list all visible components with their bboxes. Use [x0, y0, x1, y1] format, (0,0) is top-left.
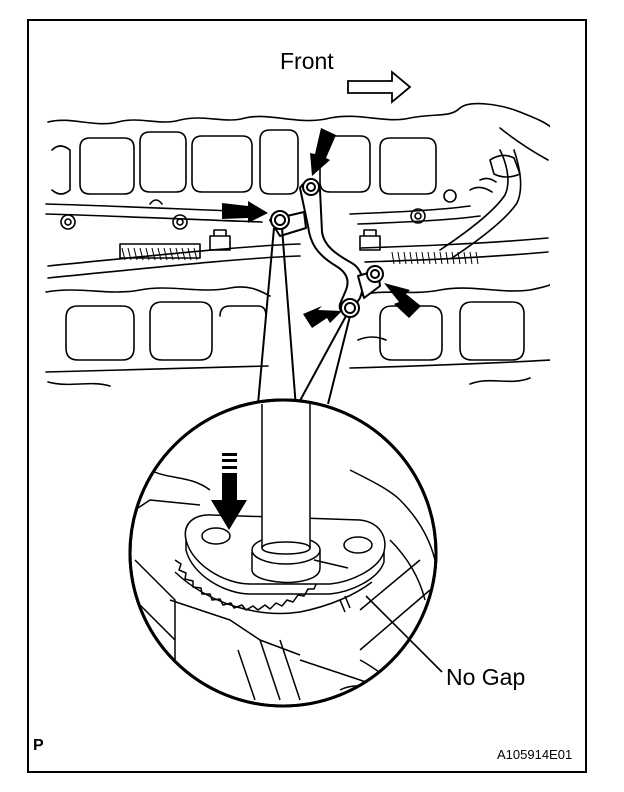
arrow-to-bolt-right	[384, 283, 421, 318]
view-code-label: P	[33, 737, 44, 754]
no-gap-label: No Gap	[446, 664, 526, 690]
solid-arrow-icon	[222, 128, 421, 328]
press-down-arrow-icon	[211, 453, 247, 530]
front-direction-label: Front	[280, 48, 334, 74]
bolt-bottom	[340, 298, 360, 318]
wire-harness-ribs	[121, 247, 479, 265]
arrow-to-bolt-bottom	[303, 306, 342, 328]
zoom-callout-lines	[257, 227, 351, 409]
bolt-left	[270, 210, 290, 230]
intake-manifold-drawing	[45, 102, 550, 387]
arrow-to-bolt-top	[310, 128, 336, 176]
figure-code-label: A105914E01	[497, 747, 573, 762]
bolt-right	[366, 265, 384, 283]
outline-arrow-right-icon	[347, 70, 412, 104]
arrow-to-bolt-left	[222, 201, 268, 223]
no-gap-leader-line	[365, 595, 443, 673]
bolt-top	[302, 178, 320, 196]
magnified-detail	[128, 398, 443, 708]
